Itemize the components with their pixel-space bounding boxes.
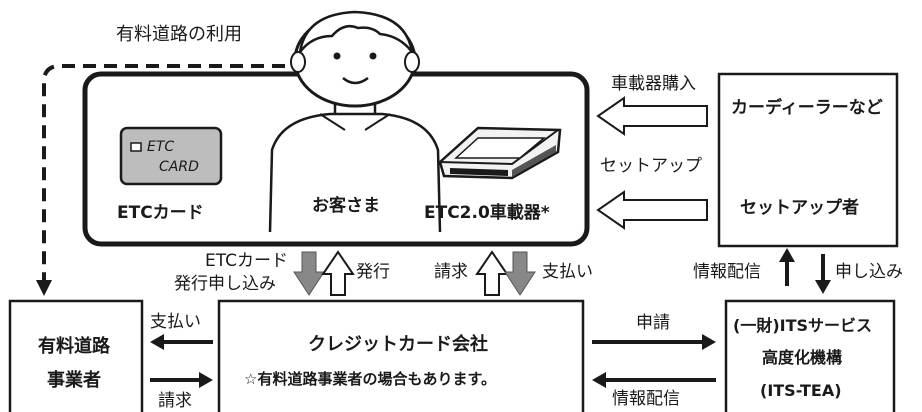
payment-left-label: 支払い	[150, 312, 201, 332]
etc-card-text-2: CARD	[159, 159, 199, 175]
card-application-label-2: 発行申し込み	[174, 274, 276, 294]
credit-company-note: ☆有料道路事業者の場合もあります。	[244, 370, 496, 388]
its-line3: (ITS-TEA)	[760, 381, 842, 400]
dealer-setup: セットアップ者	[740, 198, 859, 218]
customer-label: お客さま	[312, 196, 380, 216]
billing-right-arrowhead	[199, 372, 213, 388]
toll-road-usage-arrowhead	[36, 280, 52, 296]
its-tea-box	[724, 299, 896, 412]
card-application-arrow	[293, 251, 325, 296]
billing-top-label: 請求	[434, 262, 468, 282]
info-delivery-bottom-label: 情報配信	[612, 389, 680, 409]
setup-arrow-label: セットアップ	[600, 156, 702, 176]
dealer-box	[717, 72, 899, 248]
payment-left-arrowhead	[150, 334, 164, 350]
etc-card-icon	[119, 126, 223, 186]
application-label: 申請	[636, 313, 670, 333]
issue-arrow	[321, 250, 355, 296]
card-application-label-1: ETCカード	[205, 251, 288, 271]
customer-head-icon	[290, 10, 420, 108]
payment-top-label: 支払い	[542, 262, 593, 282]
toll-road-usage-path	[42, 64, 285, 292]
purchase-label: 車載器購入	[611, 74, 696, 94]
application-right-arrowhead	[702, 334, 716, 350]
credit-company-title: クレジットカード会社	[308, 334, 488, 355]
etc-card-text-1: ETC	[147, 139, 175, 155]
customer-body-icon	[268, 112, 442, 233]
info-delivery-left-label: 情報配信	[693, 262, 761, 282]
dealer-title: カーディーラーなど	[731, 98, 883, 118]
info-delivery-left-arrowhead	[592, 372, 606, 388]
payment-down-arrow	[504, 251, 536, 296]
credit-company-box	[217, 299, 585, 412]
setup-arrow	[596, 190, 708, 230]
apply-down-arrowhead	[815, 280, 831, 294]
apply-right-label: 申し込み	[835, 262, 903, 282]
billing-up-arrow	[475, 250, 509, 296]
toll-operator-box	[8, 299, 144, 412]
etc-onboard-unit-icon	[438, 126, 562, 180]
onboard-unit-label: ETC2.0車載器*	[424, 203, 550, 223]
toll-operator-line1: 有料道路	[38, 336, 110, 357]
info-delivery-up-arrowhead	[779, 248, 795, 262]
its-line1: (一財)ITSサービス	[733, 316, 873, 335]
toll-operator-line2: 事業者	[47, 370, 101, 391]
purchase-arrow	[596, 96, 708, 136]
billing-left-label: 請求	[158, 391, 192, 411]
etc-card-label: ETCカード	[117, 203, 204, 223]
toll-road-usage-label: 有料道路の利用	[116, 24, 242, 45]
issue-label: 発行	[356, 262, 390, 282]
its-line2: 高度化機構	[762, 348, 843, 367]
